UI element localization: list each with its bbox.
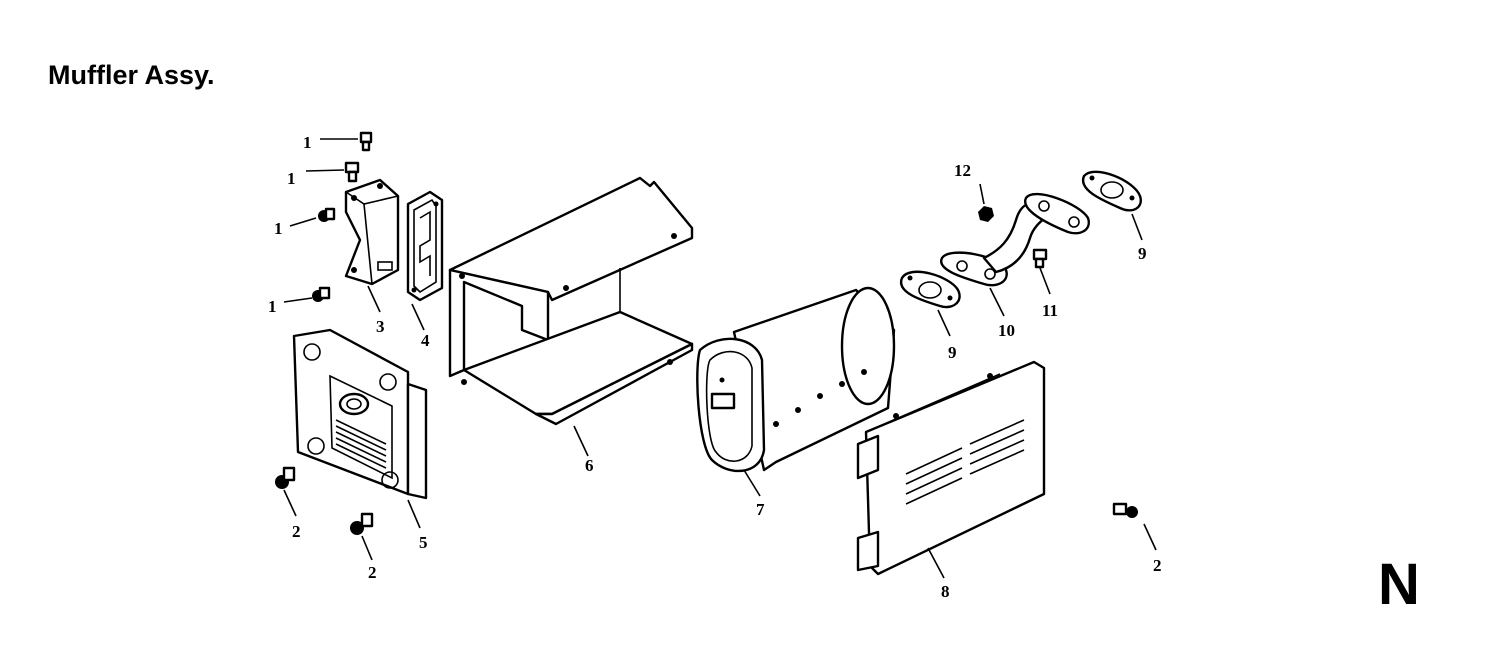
exhaust-pipe-part-10 <box>940 192 1090 287</box>
muffler-body-part-7 <box>696 286 896 473</box>
label-part-1: 1 <box>303 133 312 152</box>
bolt-part-11 <box>1032 248 1048 269</box>
label-part-9: 9 <box>1138 244 1147 263</box>
label-part-1: 1 <box>287 169 296 188</box>
section-letter: N <box>1378 552 1420 617</box>
shield-part-6 <box>448 176 694 426</box>
page-title: Muffler Assy. <box>48 60 215 90</box>
leader-lines <box>283 138 1157 579</box>
label-part-4: 4 <box>421 331 430 350</box>
bolt-1-second <box>344 161 360 183</box>
bolt-1-top <box>359 131 373 152</box>
nut-part-12 <box>978 206 994 222</box>
bolt-1-fourth <box>312 286 331 302</box>
label-part-6: 6 <box>585 456 594 475</box>
bolt-2-middle <box>350 512 374 535</box>
label-part-2: 2 <box>368 563 377 582</box>
label-part-12: 12 <box>954 161 971 180</box>
label-part-10: 10 <box>998 321 1015 340</box>
label-part-1: 1 <box>274 219 283 238</box>
label-part-7: 7 <box>756 500 765 519</box>
label-part-9: 9 <box>948 343 957 362</box>
gasket-part-9-left <box>899 270 961 309</box>
label-part-8: 8 <box>941 582 950 601</box>
cover-part-8 <box>856 360 1046 576</box>
label-part-2: 2 <box>292 522 301 541</box>
bolt-1-third <box>318 207 336 222</box>
bracket-part-3 <box>344 178 400 286</box>
gasket-part-4 <box>406 190 444 302</box>
label-part-5: 5 <box>419 533 428 552</box>
bolt-2-right <box>1112 502 1138 518</box>
end-plate-part-5 <box>292 328 428 500</box>
label-part-2: 2 <box>1153 556 1162 575</box>
gasket-part-9-right <box>1081 170 1142 212</box>
bolt-2-left <box>275 466 296 489</box>
label-part-1: 1 <box>268 297 277 316</box>
label-part-11: 11 <box>1042 301 1058 320</box>
label-part-3: 3 <box>376 317 385 336</box>
